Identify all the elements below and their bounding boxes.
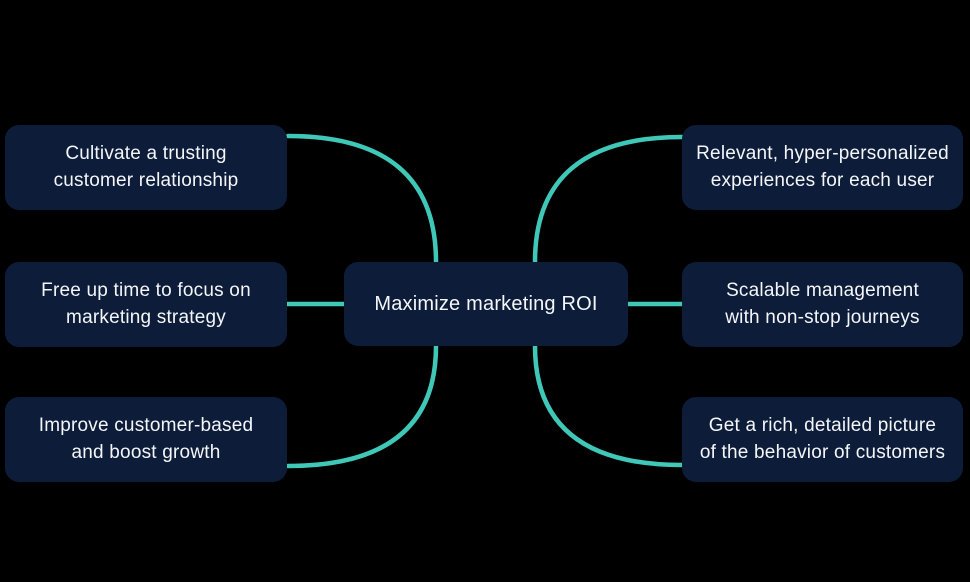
connector-top-left-curve bbox=[285, 133, 439, 265]
node-left-top: Cultivate a trusting customer relationsh… bbox=[5, 125, 287, 210]
node-left-bottom: Improve customer-based and boost growth bbox=[5, 397, 287, 482]
node-left-bottom-line1: Improve customer-based bbox=[38, 415, 254, 436]
node-right-bottom: Get a rich, detailed picture of the beha… bbox=[682, 397, 963, 482]
node-left-middle-line1: Free up time to focus on bbox=[41, 280, 251, 301]
connector-bottom-left-curve bbox=[285, 343, 439, 469]
connector-top-right-curve bbox=[532, 134, 685, 265]
node-left-middle: Free up time to focus on marketing strat… bbox=[5, 262, 287, 347]
node-left-top-line2: customer relationship bbox=[53, 169, 239, 191]
node-right-top-line2: experiences for each user bbox=[710, 169, 935, 191]
node-left-top-line1: Cultivate a trusting bbox=[65, 143, 227, 164]
node-right-middle-line1: Scalable management bbox=[726, 280, 919, 301]
node-right-middle-line2: with non-stop journeys bbox=[725, 306, 920, 328]
node-right-bottom-line2: of the behavior of customers bbox=[699, 441, 946, 463]
node-right-top: Relevant, hyper-personalized experiences… bbox=[682, 125, 963, 210]
node-center-label: Maximize marketing ROI bbox=[374, 292, 598, 315]
node-right-top-line1: Relevant, hyper-personalized bbox=[696, 143, 949, 164]
node-left-middle-line2: marketing strategy bbox=[66, 306, 226, 328]
connector-bottom-right-curve bbox=[532, 343, 685, 468]
node-right-bottom-line1: Get a rich, detailed picture bbox=[708, 415, 937, 436]
node-center: Maximize marketing ROI bbox=[344, 262, 628, 346]
node-left-bottom-line2: and boost growth bbox=[71, 441, 221, 463]
node-right-middle: Scalable management with non-stop journe… bbox=[682, 262, 963, 347]
